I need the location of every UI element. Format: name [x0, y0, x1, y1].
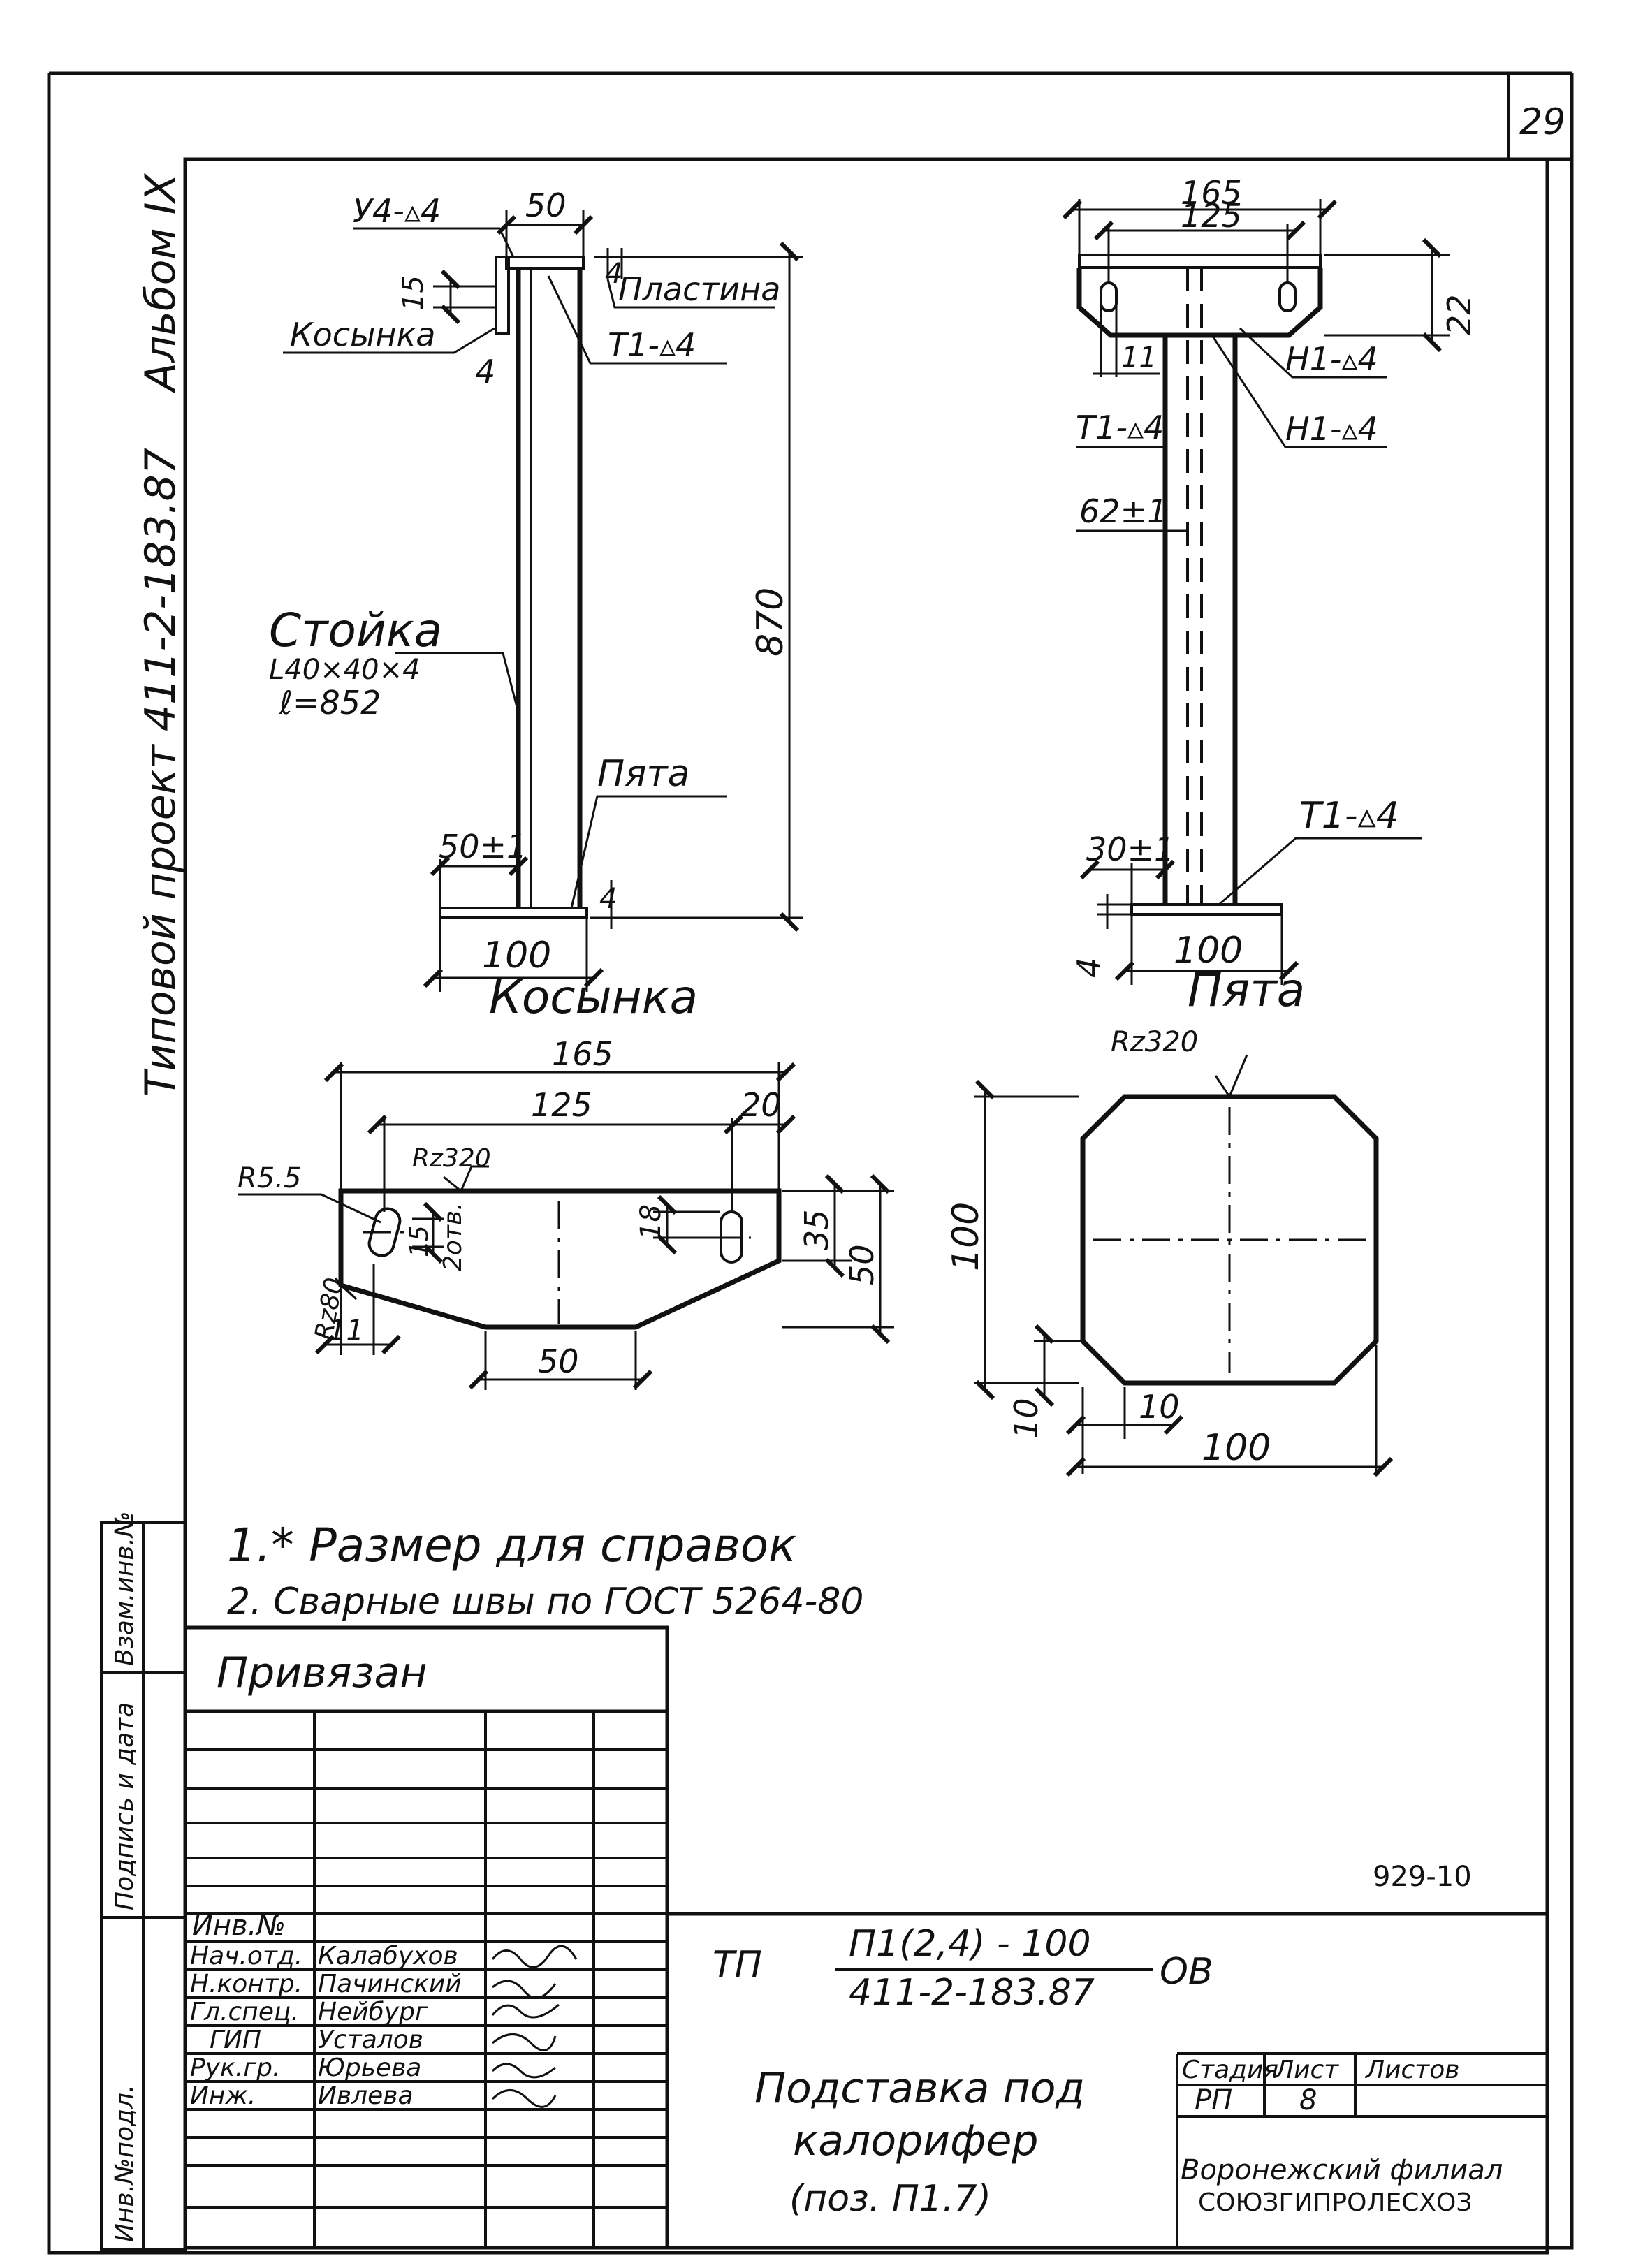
code-denominator: 411-2-183.87: [849, 1972, 1095, 2014]
base-dim-100-bottom: 100: [1202, 1427, 1271, 1469]
stamp-role-3: Гл.спец.: [190, 1998, 299, 2026]
dim-30pm1: 30±1: [1086, 831, 1174, 868]
gusset-dim-15: 15: [405, 1225, 434, 1257]
dim-50: 50: [525, 186, 567, 224]
title-line-2: калорифер: [793, 2116, 1038, 2165]
gusset-dim-20: 20: [740, 1086, 782, 1124]
weld-t1-top: Т1-▵4: [1076, 409, 1164, 446]
title-line-1: Подставка под: [754, 2064, 1085, 2113]
code-suffix: ОВ: [1160, 1951, 1213, 1993]
title-line-3: (поз. П1.7): [789, 2178, 991, 2220]
col-stage: Стадия: [1182, 2056, 1278, 2084]
weld-h1-mid: Н1-▵4: [1285, 410, 1378, 448]
dim-15: 15: [397, 275, 430, 311]
stamp-role-4: ГИП: [210, 2026, 261, 2054]
stamp-name-1: Калабухов: [318, 1942, 458, 1970]
gusset-radius: R5.5: [238, 1162, 301, 1194]
base-dim-10-vert: 10: [1007, 1398, 1045, 1439]
label-base: Пята: [597, 753, 690, 795]
stamp-privyazan: Привязан: [217, 1648, 428, 1697]
dim-4-right: 4: [1070, 958, 1108, 978]
signatures: [491, 1945, 578, 2108]
dim-125-right: 125: [1181, 197, 1242, 235]
sheet-value: 8: [1299, 2084, 1317, 2116]
sheet-frame: [47, 71, 1574, 2255]
gusset-dim-18: 18: [635, 1204, 667, 1240]
left-elevation-view: [283, 210, 803, 992]
side-field-signature: Подпись и дата: [110, 1702, 139, 1910]
stamp-role-1: Нач.отд.: [190, 1942, 302, 1970]
dim-4-bottom: 4: [599, 883, 617, 915]
stage-value: РП: [1195, 2084, 1232, 2116]
gusset-dim-11: 11: [328, 1315, 364, 1347]
code-prefix: ТП: [713, 1944, 762, 1986]
stamp-role-2: Н.контр.: [190, 1970, 302, 1998]
label-gusset: Косынка: [290, 316, 435, 353]
side-field-replace: Взам.инв.№: [110, 1511, 139, 1666]
stamp-name-6: Ивлева: [318, 2082, 414, 2110]
detail-base-plate: [974, 1054, 1394, 1477]
dim-4-top: 4: [605, 258, 622, 290]
note-2: 2. Сварные швы по ГОСТ 5264-80: [227, 1581, 863, 1623]
code-numerator: П1(2,4) - 100: [849, 1923, 1091, 1965]
weld-t1: Т1-▵4: [608, 326, 696, 364]
post-profile: L40×40×4: [269, 654, 421, 686]
stamp-name-4: Усталов: [318, 2026, 423, 2054]
stamp-role-5: Рук.гр.: [190, 2054, 280, 2082]
title-gusset: Косынка: [489, 970, 698, 1024]
gusset-holes: 2отв.: [439, 1202, 467, 1271]
sheet-number: 29: [1519, 101, 1565, 143]
org-line-1: Воронежский филиал: [1181, 2154, 1503, 2186]
col-sheet: Лист: [1273, 2056, 1339, 2084]
stamp-doc-number: 929-10: [1373, 1861, 1472, 1893]
base-roughness: Rz320: [1111, 1026, 1198, 1058]
gusset-dim-50-right: 50: [843, 1244, 881, 1285]
dim-50pm1: 50±1: [439, 828, 527, 865]
detail-gusset: [238, 1062, 894, 1390]
dim-870: 870: [750, 587, 791, 657]
stamp-inv-label: Инв.№: [192, 1910, 286, 1942]
right-elevation-view: [1062, 199, 1450, 985]
gusset-dim-35: 35: [798, 1209, 835, 1250]
dim-4-side: 4: [475, 353, 495, 390]
dim-22: 22: [1440, 294, 1478, 335]
stamp-name-2: Пачинский: [318, 1970, 462, 1998]
side-field-inv: Инв.№подл.: [110, 2085, 139, 2242]
dim-100-right: 100: [1174, 930, 1243, 972]
gusset-dim-50-bottom: 50: [538, 1342, 579, 1380]
dim-62pm1: 62±1: [1079, 492, 1167, 530]
weld-u4: У4-▵4: [353, 192, 441, 230]
weld-t1-bottom: Т1-▵4: [1299, 795, 1399, 837]
base-dim-100-left: 100: [945, 1202, 987, 1271]
stamp-name-5: Юрьева: [318, 2054, 421, 2082]
label-post: Стойка: [269, 603, 442, 657]
stamp-name-3: Нейбург: [318, 1998, 429, 2026]
gusset-dim-125: 125: [531, 1086, 592, 1124]
title-base: Пята: [1188, 963, 1305, 1017]
gusset-dim-165: 165: [552, 1035, 613, 1073]
org-line-2: СОЮЗГИПРОЛЕСХОЗ: [1198, 2188, 1472, 2217]
base-dim-10-horiz: 10: [1139, 1388, 1180, 1426]
dim-11-right: 11: [1121, 342, 1157, 374]
gusset-roughness: Rz320: [412, 1144, 491, 1173]
title-block: [183, 1625, 1547, 2248]
stamp-role-6: Инж.: [190, 2082, 256, 2110]
album-label: Альбом IX: [136, 173, 185, 394]
dim-165-right: 165: [1181, 174, 1242, 212]
dim-100: 100: [482, 935, 551, 976]
note-1: 1.* Размер для справок: [227, 1519, 796, 1572]
col-sheets: Листов: [1364, 2056, 1459, 2084]
label-plate: Пластина: [618, 270, 780, 308]
weld-h1-top: Н1-▵4: [1285, 340, 1378, 378]
post-length: ℓ=852: [279, 684, 381, 722]
project-label: Типовой проект 411-2-183.87: [136, 448, 185, 1097]
